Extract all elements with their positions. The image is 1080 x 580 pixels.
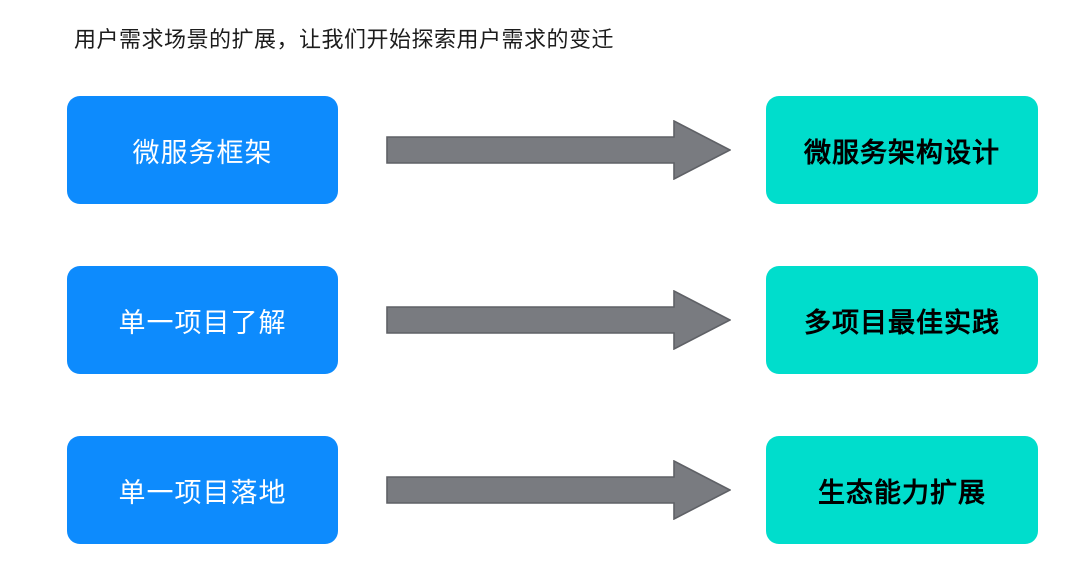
transition-row: 单一项目了解 多项目最佳实践	[0, 266, 1080, 374]
target-box[interactable]: 微服务架构设计	[766, 96, 1038, 204]
transition-row: 微服务框架 微服务架构设计	[0, 96, 1080, 204]
source-box-label: 单一项目落地	[118, 477, 287, 508]
target-box-label: 微服务架构设计	[804, 137, 1000, 168]
right-block-arrow-icon	[386, 120, 731, 180]
right-block-arrow-icon	[386, 290, 731, 350]
right-block-arrow-icon	[386, 460, 731, 520]
source-box[interactable]: 微服务框架	[67, 96, 338, 204]
target-box-label: 多项目最佳实践	[804, 307, 1000, 338]
source-box-label: 微服务框架	[132, 137, 273, 168]
target-box-label: 生态能力扩展	[818, 477, 986, 508]
page-title: 用户需求场景的扩展，让我们开始探索用户需求的变迁	[74, 27, 615, 52]
target-box[interactable]: 多项目最佳实践	[766, 266, 1038, 374]
source-box[interactable]: 单一项目了解	[67, 266, 338, 374]
target-box[interactable]: 生态能力扩展	[766, 436, 1038, 544]
source-box-label: 单一项目了解	[118, 307, 287, 338]
source-box[interactable]: 单一项目落地	[67, 436, 338, 544]
transition-row: 单一项目落地 生态能力扩展	[0, 436, 1080, 544]
